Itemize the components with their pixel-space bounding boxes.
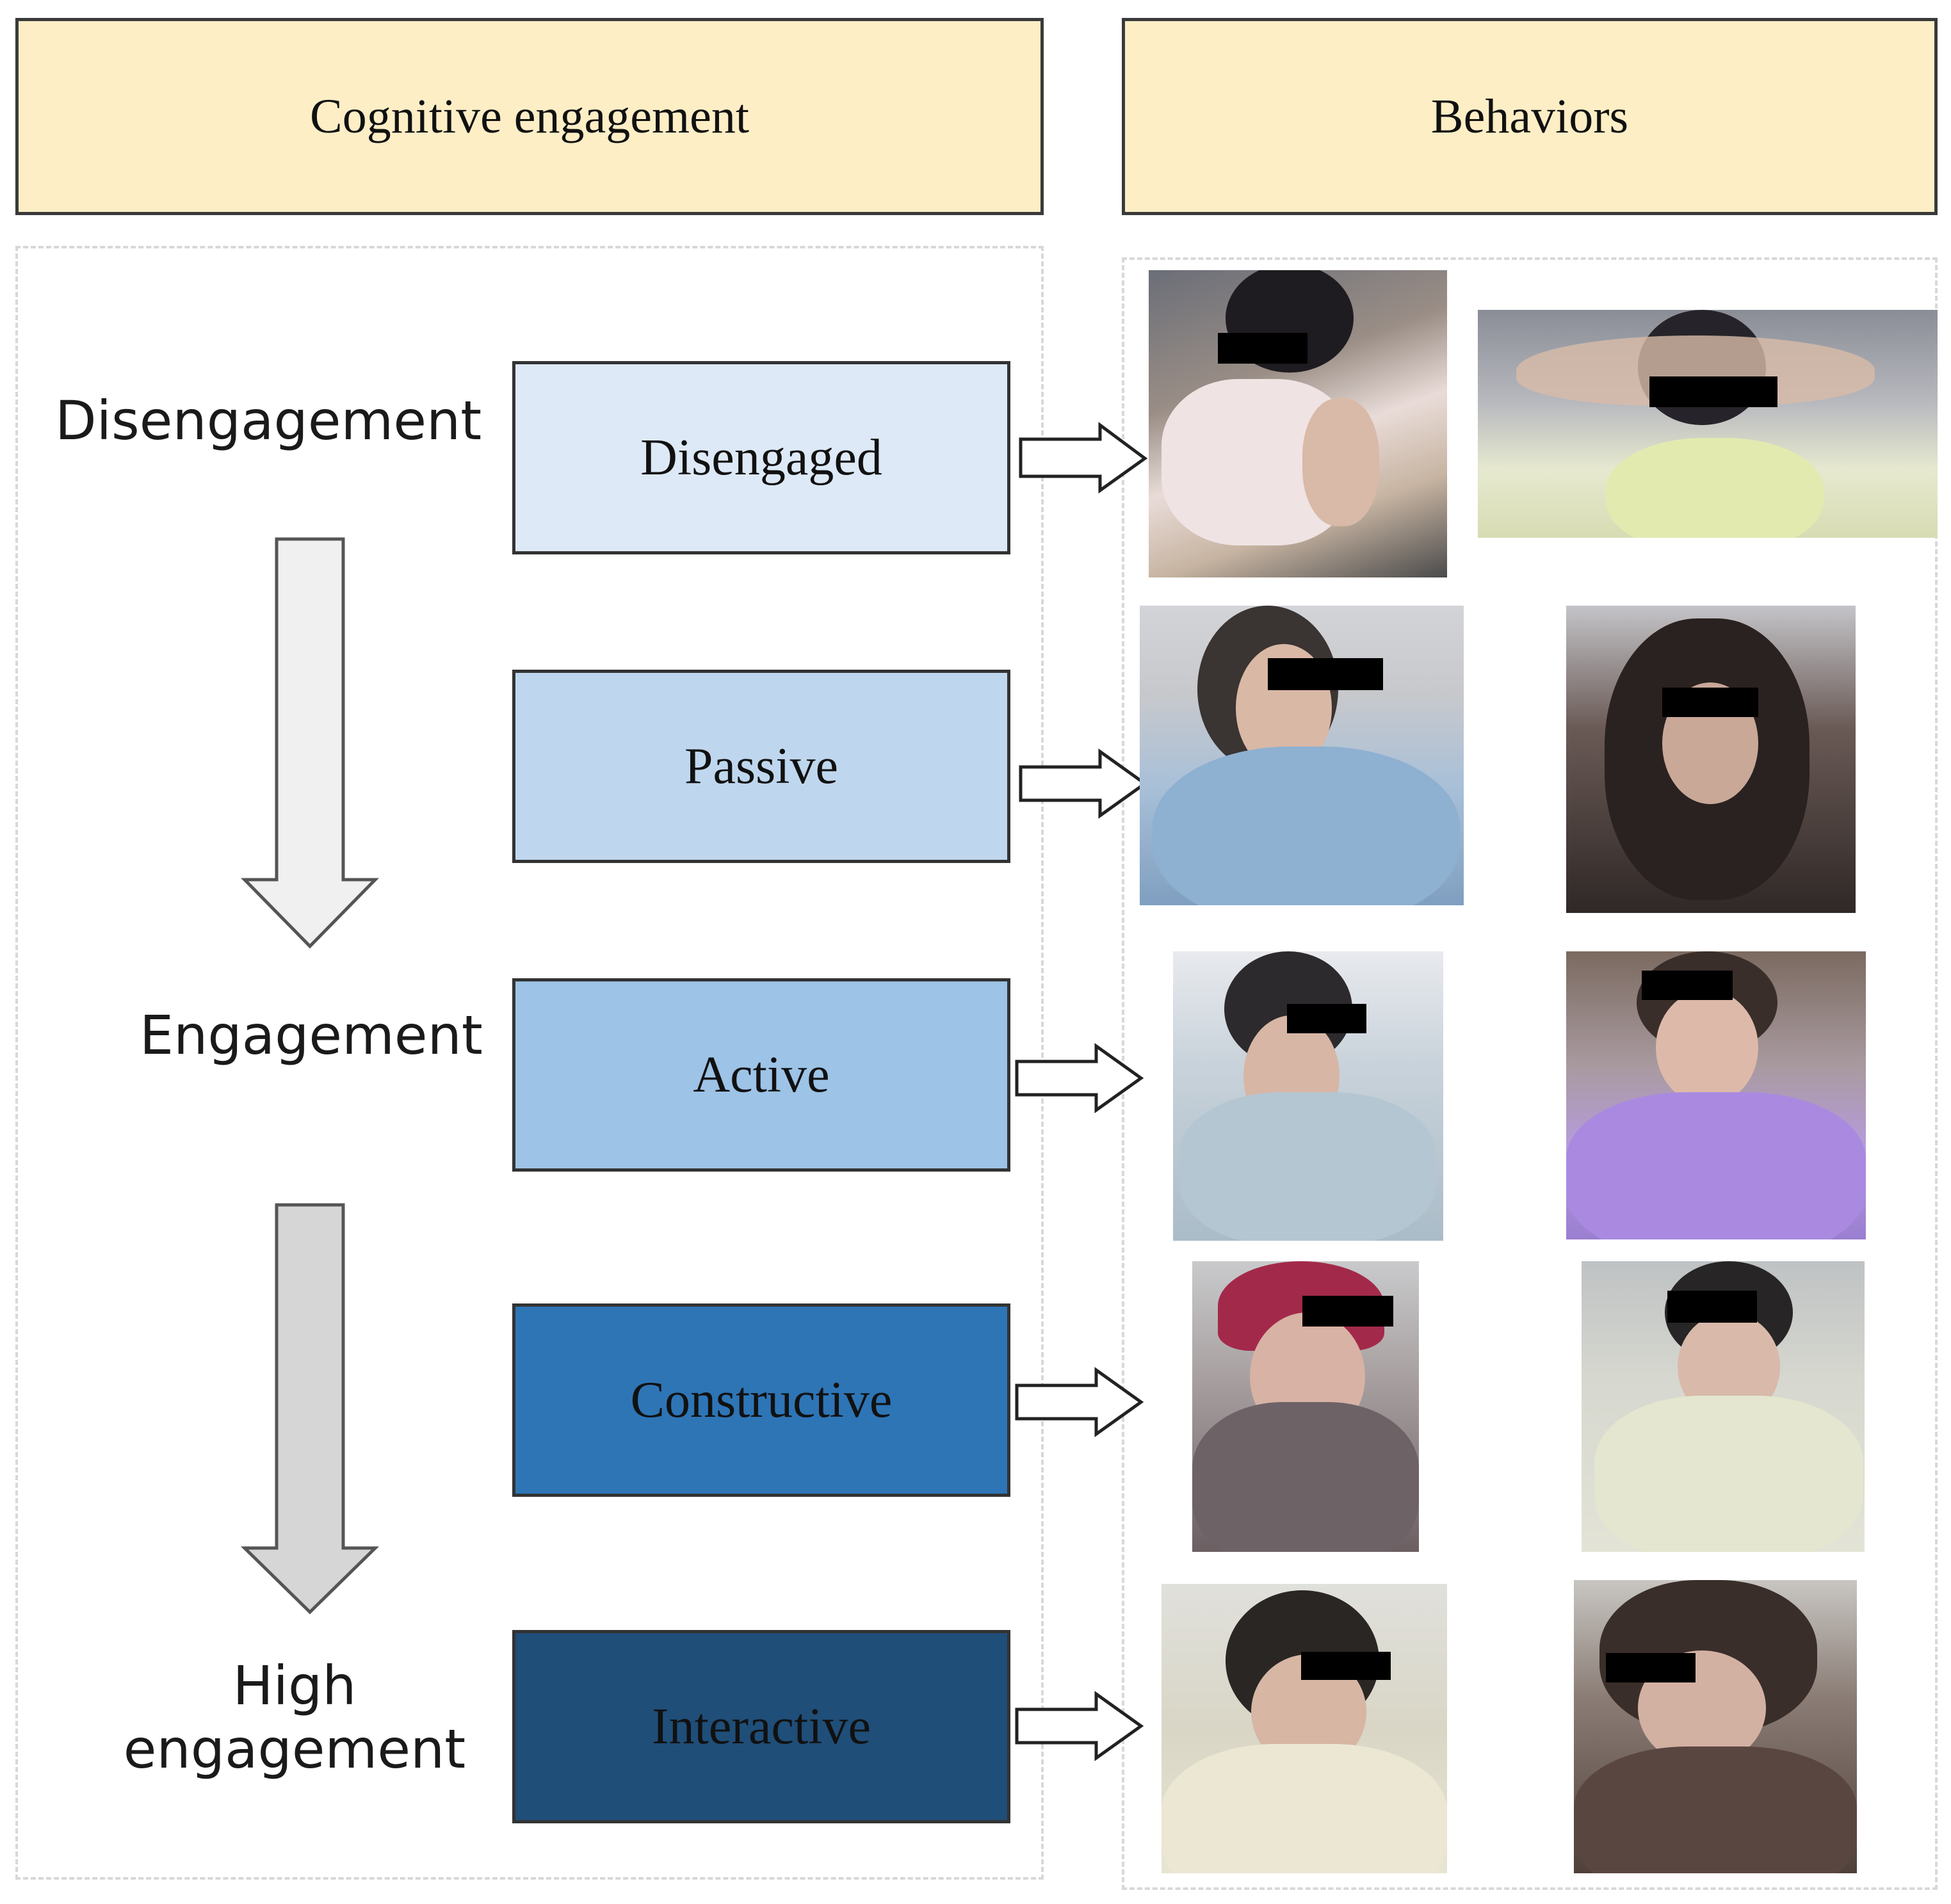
stage-label-high-line1: High <box>232 1654 357 1717</box>
behaviors-header-label: Behaviors <box>1430 89 1629 143</box>
behavior-photo-disengaged-2 <box>1478 310 1938 538</box>
level-label-disengaged: Disengaged <box>640 429 882 486</box>
behavior-photo-passive-2 <box>1566 606 1856 913</box>
behavior-photo-interactive-1 <box>1162 1584 1447 1873</box>
stage-label-disengagement: Disengagement <box>55 389 482 452</box>
behavior-photo-disengaged-1 <box>1149 270 1447 577</box>
level-box-constructive: Constructive <box>512 1303 1010 1497</box>
behavior-photo-active-1 <box>1173 951 1443 1241</box>
stage-label-high-engagement: High engagement <box>115 1654 474 1781</box>
level-box-disengaged: Disengaged <box>512 361 1010 554</box>
cognitive-engagement-header-label: Cognitive engagement <box>310 89 749 143</box>
level-label-interactive: Interactive <box>652 1698 871 1755</box>
level-label-passive: Passive <box>684 738 838 795</box>
cognitive-engagement-header: Cognitive engagement <box>15 18 1044 215</box>
stage-label-high-line2: engagement <box>123 1718 466 1781</box>
behavior-photo-constructive-1 <box>1192 1261 1419 1552</box>
behavior-photo-passive-1 <box>1140 606 1464 905</box>
level-box-passive: Passive <box>512 670 1010 863</box>
level-label-active: Active <box>693 1046 830 1103</box>
level-box-interactive: Interactive <box>512 1630 1010 1823</box>
level-label-constructive: Constructive <box>630 1371 893 1428</box>
behavior-photo-interactive-2 <box>1574 1580 1857 1873</box>
level-box-active: Active <box>512 978 1010 1172</box>
behaviors-header: Behaviors <box>1122 18 1938 215</box>
behavior-photo-active-2 <box>1566 951 1866 1239</box>
stage-label-engagement: Engagement <box>140 1004 483 1067</box>
behavior-photo-constructive-2 <box>1582 1261 1865 1552</box>
